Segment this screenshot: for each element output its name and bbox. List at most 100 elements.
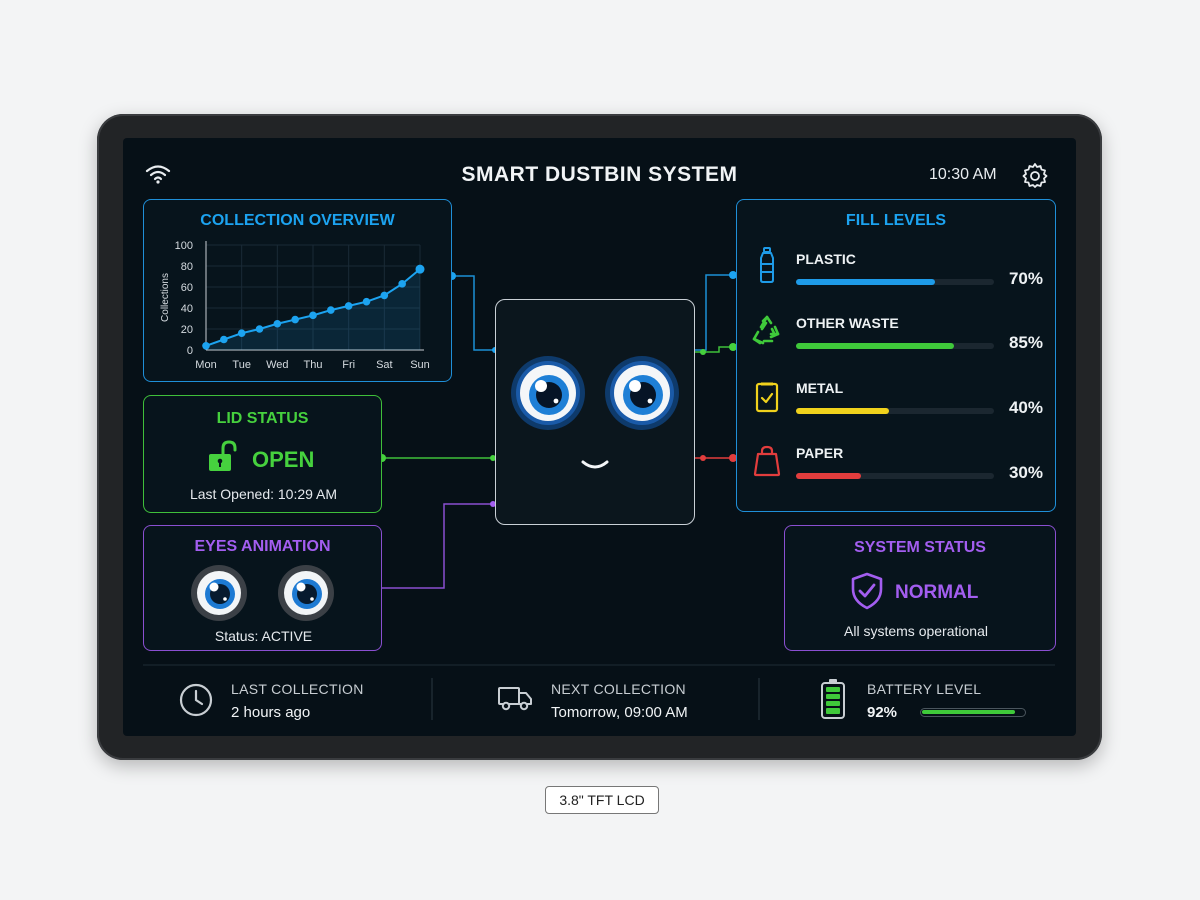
eyes-animation-title: EYES ANIMATION [194,538,331,555]
fill-item-percent: 70% [1008,269,1043,288]
system-status-panel: SYSTEM STATUS NORMAL All systems operati… [784,525,1056,651]
fill-bar-level [796,473,862,479]
chart-x-tick-label: Sat [376,359,393,371]
fill-levels-title: FILL LEVELS [845,212,947,229]
recycle-icon [751,315,783,352]
face-eye-right [605,356,679,430]
lid-last-opened: Last Opened: 10:29 AM [189,486,338,502]
fill-item-percent: 40% [1008,398,1043,417]
chart-data-point [380,291,389,300]
eye-left [191,565,247,621]
device-caption: 3.8" TFT LCD [545,786,659,814]
clock-time: 10:30 AM [929,166,997,183]
chart-data-point [237,329,246,337]
chart-y-tick-label: 100 [175,240,193,252]
chart-x-tick-label: Fri [342,359,355,371]
gear-icon[interactable] [1022,162,1048,193]
fill-bar-metal [796,408,994,414]
next-collection-label: NEXT COLLECTION [551,681,686,697]
bin-face-display [495,299,695,525]
face-smile [581,460,609,469]
chart-data-point [309,311,317,320]
truck-icon [497,684,533,717]
last-collection-value: 2 hours ago [231,704,311,721]
system-state: NORMAL [895,582,979,603]
battery-level-label: BATTERY LEVEL [867,681,982,697]
lid-status-title: LID STATUS [216,410,309,427]
eyes-preview [191,565,334,621]
fill-item-percent: 30% [1008,463,1043,482]
chart-x-tick-label: Sun [410,359,430,371]
lcd-screen: SMART DUSTBIN SYSTEM 10:30 AM COLLECTION… [123,138,1076,736]
chart-y-tick-label: 80 [181,261,193,273]
shield-check-icon [850,572,884,615]
chart-y-tick-label: 20 [181,324,193,336]
connector-dot [729,454,737,462]
chart-data-point [398,280,406,288]
fill-bar-other-waste [796,343,994,349]
chart-x-tick-label: Wed [266,359,288,371]
fill-bar-plastic [796,279,994,285]
paper-bag-icon [753,445,781,482]
system-message: All systems operational [844,623,988,639]
chart-data-point [291,315,299,324]
fill-levels-panel: FILL LEVELS PLASTIC 70% [736,199,1056,512]
connector-lines [143,271,1055,720]
face-eye-left [511,356,585,430]
chart-y-tick-label: 40 [181,303,193,315]
fill-item-name: PAPER [796,445,844,461]
metal-can-icon [755,381,779,418]
connector-plastic [695,274,733,351]
chart-data-point [202,342,210,350]
plastic-bottle-icon [757,247,777,288]
clock-icon [179,683,213,722]
chart-data-point [344,302,353,310]
connector-dot [700,349,706,355]
bin-face [511,356,679,469]
eyes-animation-panel: EYES ANIMATION [143,525,382,651]
fill-bar-level [796,343,955,349]
lcd-device-frame: SMART DUSTBIN SYSTEM 10:30 AM COLLECTION… [97,114,1102,760]
battery-icon [820,678,846,725]
system-status-title: SYSTEM STATUS [854,539,986,556]
chart-y-axis-label: Collections [160,273,171,322]
fill-item-name: METAL [796,380,844,396]
connector-dot [490,455,496,461]
chart-x-tick-label: Tue [232,359,251,371]
fill-item-name: PLASTIC [796,251,856,267]
connector-other [695,346,733,353]
connector-dot [490,501,496,507]
lid-status-panel: LID STATUS OPEN Last Opened: 10:29 AM [143,395,382,513]
wifi-icon[interactable] [145,164,171,189]
page-title: SMART DUSTBIN SYSTEM [461,163,738,186]
chart-x-tick-label: Mon [195,359,216,371]
chart-data-point [415,264,425,274]
chart-data-point [327,306,335,314]
unlocked-padlock-icon [207,440,237,477]
chart-y-tick-label: 0 [187,345,193,357]
fill-bar-paper [796,473,994,479]
connector-chart [452,275,495,351]
fill-bar-level [796,279,935,285]
fill-bar-level [796,408,890,414]
last-collection-label: LAST COLLECTION [231,681,364,697]
chart-data-point [255,325,264,333]
eyes-status: Status: ACTIVE [214,628,313,644]
chart-data-point [362,297,371,306]
collection-overview-title: COLLECTION OVERVIEW [200,212,395,229]
fill-item-percent: 85% [1008,333,1043,352]
next-collection-value: Tomorrow, 09:00 AM [551,704,688,721]
chart-data-point [273,319,282,328]
lid-state: OPEN [252,447,315,472]
connector-eyes [382,503,493,589]
chart-data-point [220,335,228,344]
battery-level-bar [920,708,1026,717]
battery-level-value: 92% [867,704,898,721]
connector-dot [700,455,706,461]
chart-x-tick-label: Thu [304,359,323,371]
battery-level-fill [922,710,1015,714]
connector-dot [729,271,737,279]
eye-right [278,565,334,621]
